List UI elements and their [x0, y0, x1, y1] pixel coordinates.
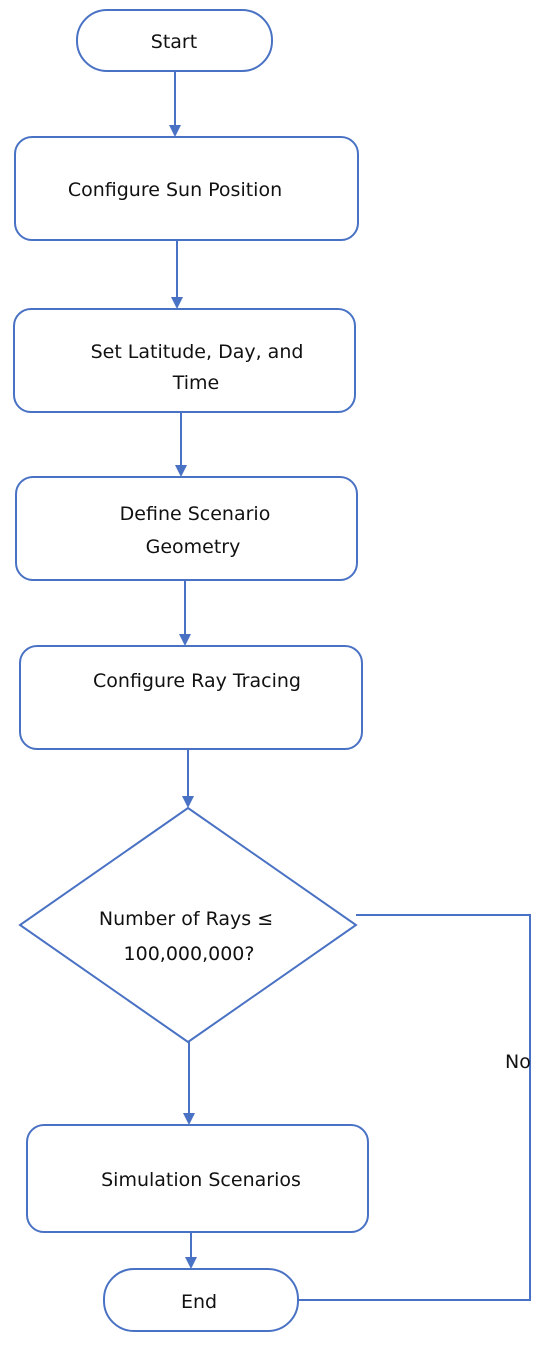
end-terminator — [103, 1268, 299, 1332]
ray-tracing-label: Configure Ray Tracing — [93, 670, 301, 692]
process-define-scenario-geometry: Define Scenario Geometry — [15, 476, 358, 581]
sun-position-label: Configure Sun Position — [68, 179, 282, 201]
process-configure-sun-position: Configure Sun Position — [14, 136, 359, 241]
decision-label-line2: 100,000,000? — [124, 943, 255, 965]
decision-label-line1: Number of Rays ≤ — [99, 908, 273, 930]
arrowhead-raytracing-to-decision — [182, 796, 194, 808]
arrowhead-decision-to-simulation — [183, 1113, 195, 1125]
process-configure-ray-tracing: Configure Ray Tracing — [19, 645, 363, 750]
decision-number-of-rays: Number of Rays ≤ 100,000,000? — [18, 806, 358, 1044]
start-terminator — [76, 9, 273, 72]
process-set-latitude-day-time: Set Latitude, Day, and Time — [13, 308, 356, 413]
process-box-sun-position — [14, 136, 359, 241]
end-label: End — [181, 1291, 217, 1313]
no-branch-label: No — [505, 1051, 531, 1073]
latitude-label-line1: Set Latitude, Day, and — [91, 341, 304, 363]
start-label: Start — [151, 31, 197, 53]
end-node: End — [103, 1268, 299, 1332]
arrowhead-sun-to-latitude — [171, 297, 183, 309]
process-box-latitude — [13, 308, 356, 413]
geometry-label-line1: Define Scenario — [120, 503, 271, 525]
arrowhead-start-to-sun — [169, 125, 181, 137]
decision-diamond — [18, 806, 358, 1044]
process-box-simulation — [26, 1124, 369, 1233]
geometry-label-line2: Geometry — [146, 536, 241, 558]
process-box-geometry — [15, 476, 358, 581]
process-simulation-scenarios: Simulation Scenarios — [26, 1124, 369, 1233]
arrowhead-geometry-to-raytracing — [179, 634, 191, 646]
latitude-label-line2: Time — [172, 372, 220, 394]
arrowhead-simulation-to-end — [185, 1257, 197, 1269]
start-node: Start — [76, 9, 273, 72]
simulation-label: Simulation Scenarios — [101, 1169, 301, 1191]
arrowhead-latitude-to-geometry — [175, 465, 187, 477]
connectors — [169, 70, 531, 1301]
process-box-ray-tracing — [19, 645, 363, 750]
edge-decision-no-loop — [298, 914, 531, 1301]
